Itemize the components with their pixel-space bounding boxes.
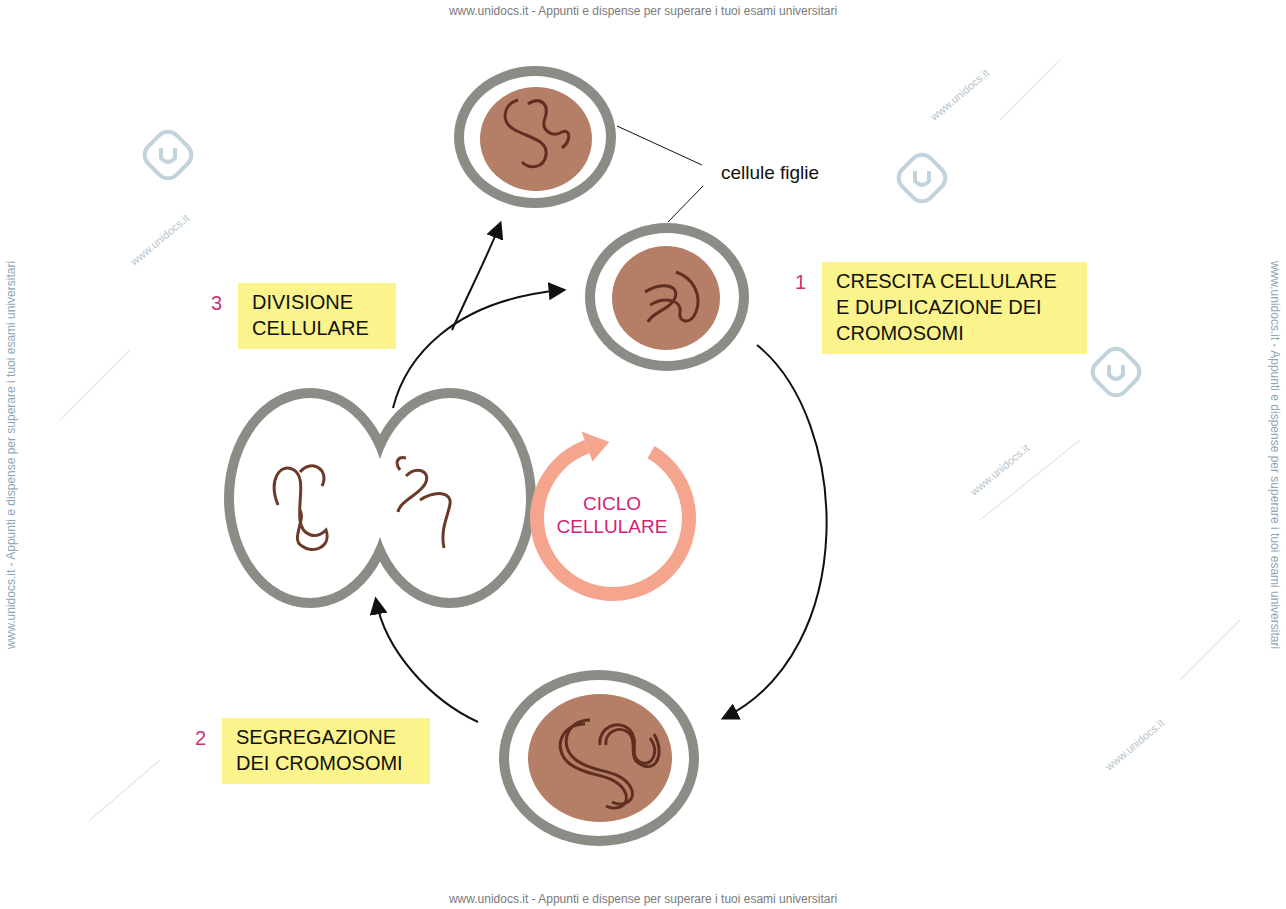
dividing-cell — [224, 388, 536, 608]
step-label: CRESCITA CELLULARE E DUPLICAZIONE DEI CR… — [836, 268, 1075, 346]
watermark-text: www.unidocs.it - Appunti e dispense per … — [449, 4, 837, 18]
cycle-ring — [530, 432, 696, 601]
watermark-text: www.unidocs.it — [968, 442, 1032, 499]
watermark-text: www.unidocs.it — [1103, 717, 1167, 774]
step-label: SEGREGAZIONE DEI CROMOSOMI — [236, 724, 418, 776]
step-box: 3DIVISIONE CELLULARE — [238, 283, 396, 349]
parent-cell — [499, 670, 699, 846]
watermark-text: www.unidocs.it - Appunti e dispense per … — [1268, 261, 1282, 649]
cycle-ring-head — [582, 432, 610, 462]
leader-line — [617, 126, 703, 222]
callout-number: 3 — [211, 290, 222, 316]
cycle-arrow — [376, 224, 827, 722]
step-label: DIVISIONE CELLULARE — [252, 289, 384, 341]
step-box: 2SEGREGAZIONE DEI CROMOSOMI — [222, 718, 430, 784]
watermark-text: www.unidocs.it - Appunti e dispense per … — [449, 892, 837, 906]
callout-label: cellule figlie — [721, 162, 819, 185]
step-box: 1CRESCITA CELLULARE E DUPLICAZIONE DEI C… — [822, 262, 1087, 354]
watermark-text: www.unidocs.it — [128, 212, 192, 269]
watermark-logo — [140, 127, 1145, 401]
watermark-text: www.unidocs.it — [928, 67, 992, 124]
cycle-title: CICLO CELLULARE — [551, 493, 673, 539]
cycle-ring-body — [530, 440, 696, 601]
watermark-text: www.unidocs.it - Appunti e dispense per … — [4, 261, 18, 649]
callout-number: 2 — [195, 725, 206, 751]
daughter-cell — [454, 66, 616, 208]
daughter-cell — [585, 223, 749, 371]
callout-number: 1 — [795, 269, 806, 295]
